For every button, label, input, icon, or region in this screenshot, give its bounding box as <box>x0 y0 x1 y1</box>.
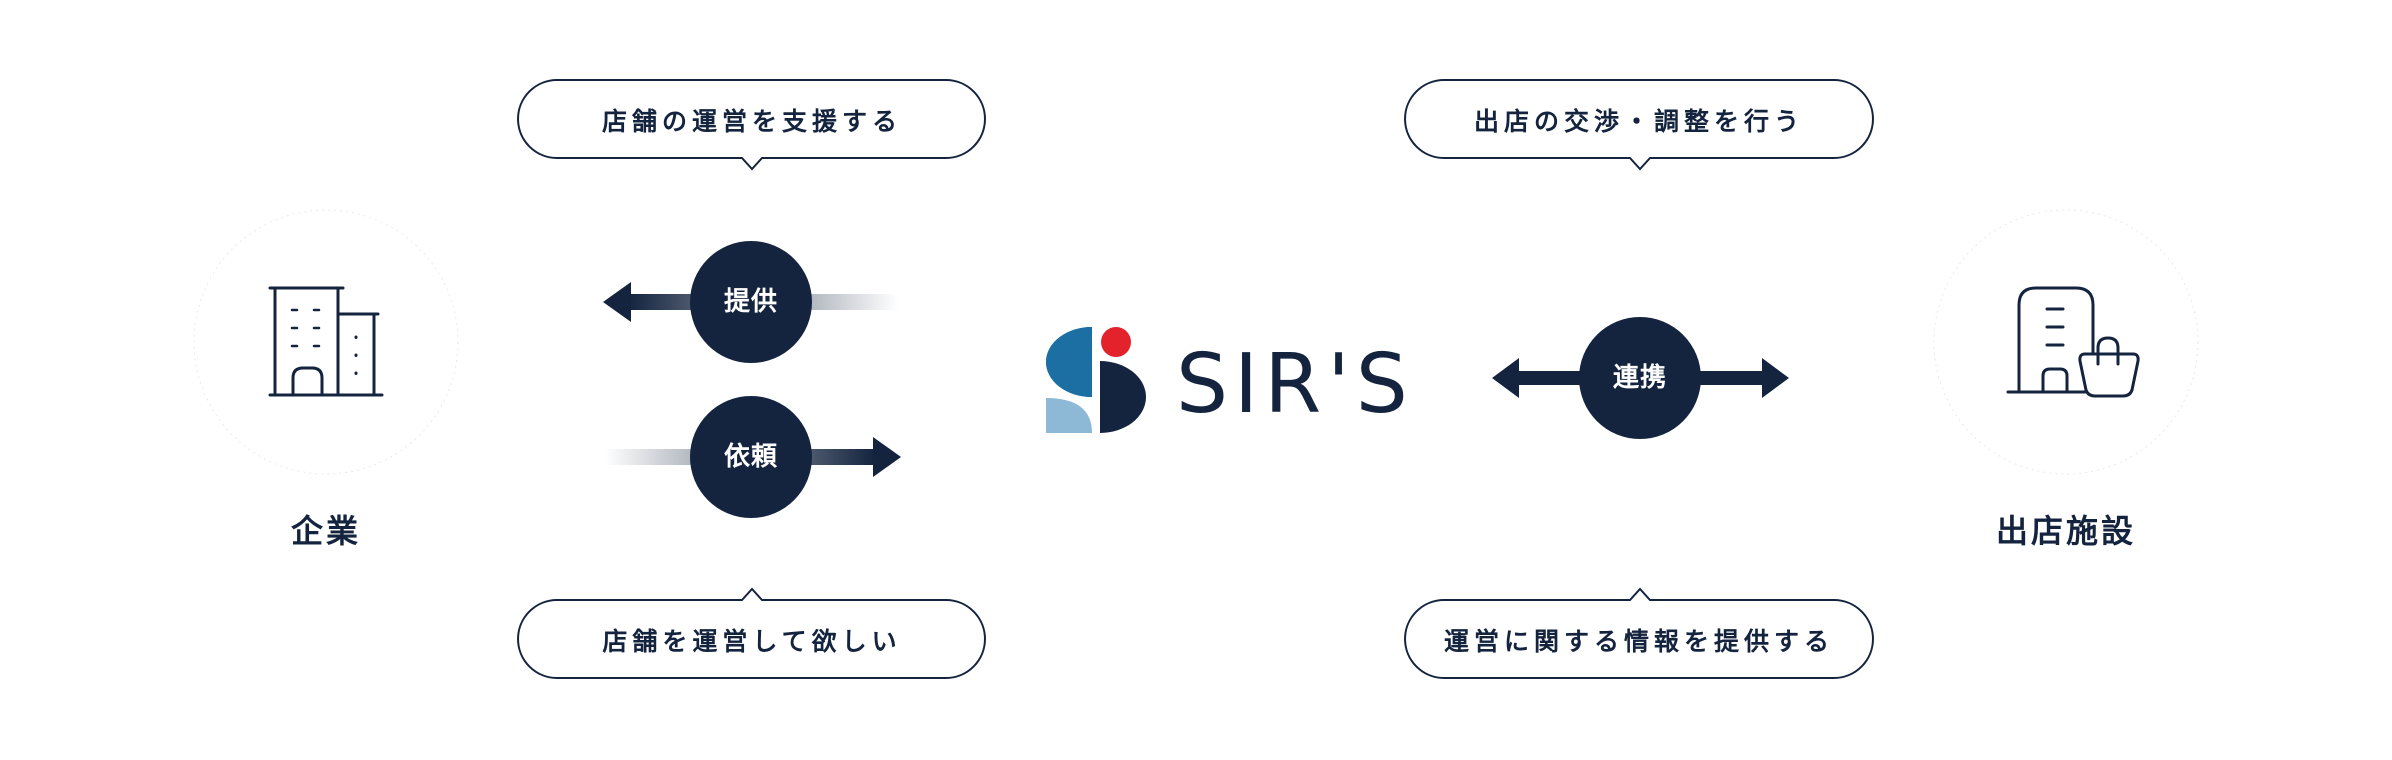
provide-node <box>690 241 812 363</box>
office-building-icon <box>268 286 384 397</box>
bubble-bottom-right-shape <box>1404 587 1874 679</box>
cooperate-node <box>1579 317 1701 439</box>
bubble-top-left-shape <box>517 79 986 171</box>
logo-blue-half <box>1046 327 1092 433</box>
right-entity-circle <box>1933 209 2199 475</box>
request-node <box>690 396 812 518</box>
bubble-bottom-left: 店舗を運営して欲しい <box>602 627 902 656</box>
bubble-bottom-right: 運営に関する情報を提供する <box>1443 627 1834 656</box>
bubble-top-left: 店舗の運営を支援する <box>601 107 902 136</box>
provide-label: 提供 <box>723 287 778 317</box>
bubble-bottom-left-shape <box>517 587 986 679</box>
entity-label-facility: 出店施設 <box>1995 512 2136 550</box>
bubble-top-right-shape <box>1404 79 1874 171</box>
left-entity-circle <box>193 209 459 475</box>
logo-text: SIR'S <box>1176 337 1414 432</box>
bubble-top-right: 出店の交渉・調整を行う <box>1473 107 1804 136</box>
entity-label-company: 企業 <box>290 512 361 550</box>
cooperate-label: 連携 <box>1612 363 1667 393</box>
request-label: 依頼 <box>723 442 778 472</box>
facility-with-shopping-bag-icon <box>2006 286 2140 398</box>
